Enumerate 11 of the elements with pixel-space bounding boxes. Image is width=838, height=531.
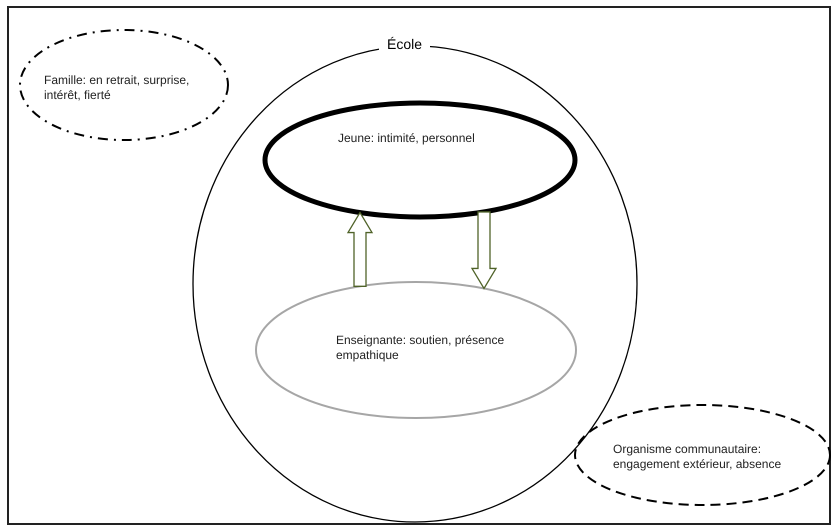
heading-label: École xyxy=(379,37,430,51)
node-label: Organisme communautaire: engagement extérieur, absence xyxy=(613,442,782,472)
node-label: Enseignante: soutien, présence empathique xyxy=(336,333,506,363)
community-ellipse xyxy=(575,405,830,505)
teacher-ellipse xyxy=(256,282,576,418)
family-ellipse xyxy=(20,30,228,140)
hollow-arrow xyxy=(346,211,374,287)
node-label: Jeune: intimité, personnel xyxy=(338,131,476,146)
youth-ellipse xyxy=(265,103,575,217)
node-label: Famille: en retrait, surprise, intérêt, fierté xyxy=(44,73,190,103)
hollow-arrow xyxy=(470,211,498,290)
